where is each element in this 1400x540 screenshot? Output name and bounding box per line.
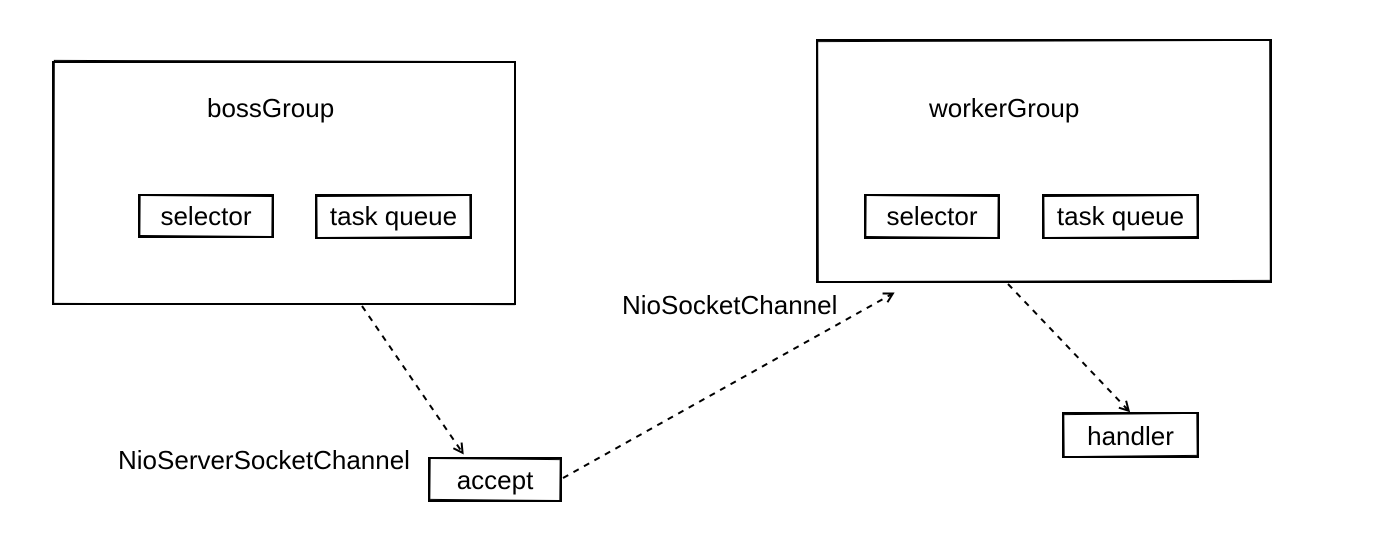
handler-label: handler xyxy=(1087,421,1174,451)
worker-selector-box xyxy=(864,194,1000,239)
arrow-accept-to-worker xyxy=(562,294,892,479)
arrow-worker-to-handler xyxy=(1007,283,1128,410)
worker-task-queue-label: task queue xyxy=(1056,201,1185,231)
boss-task-queue-label: task queue xyxy=(329,201,458,231)
boss-group-box xyxy=(52,59,516,306)
worker-group-box xyxy=(816,39,1272,283)
handler-box xyxy=(1062,412,1199,458)
boss-group-title: bossGroup xyxy=(207,93,335,123)
boss-selector-box xyxy=(138,194,274,238)
worker-task-queue-box xyxy=(1042,194,1199,239)
socket-channel-label: NioSocketChannel xyxy=(622,290,838,320)
worker-group-title: workerGroup xyxy=(929,93,1080,123)
worker-selector-label: selector xyxy=(886,201,978,231)
accept-label: accept xyxy=(456,465,534,495)
boss-task-queue-box xyxy=(315,194,472,239)
arrow-boss-to-accept xyxy=(361,305,462,452)
server-socket-channel-label: NioServerSocketChannel xyxy=(118,445,410,475)
boss-selector-label: selector xyxy=(160,201,252,231)
accept-box xyxy=(428,457,562,502)
